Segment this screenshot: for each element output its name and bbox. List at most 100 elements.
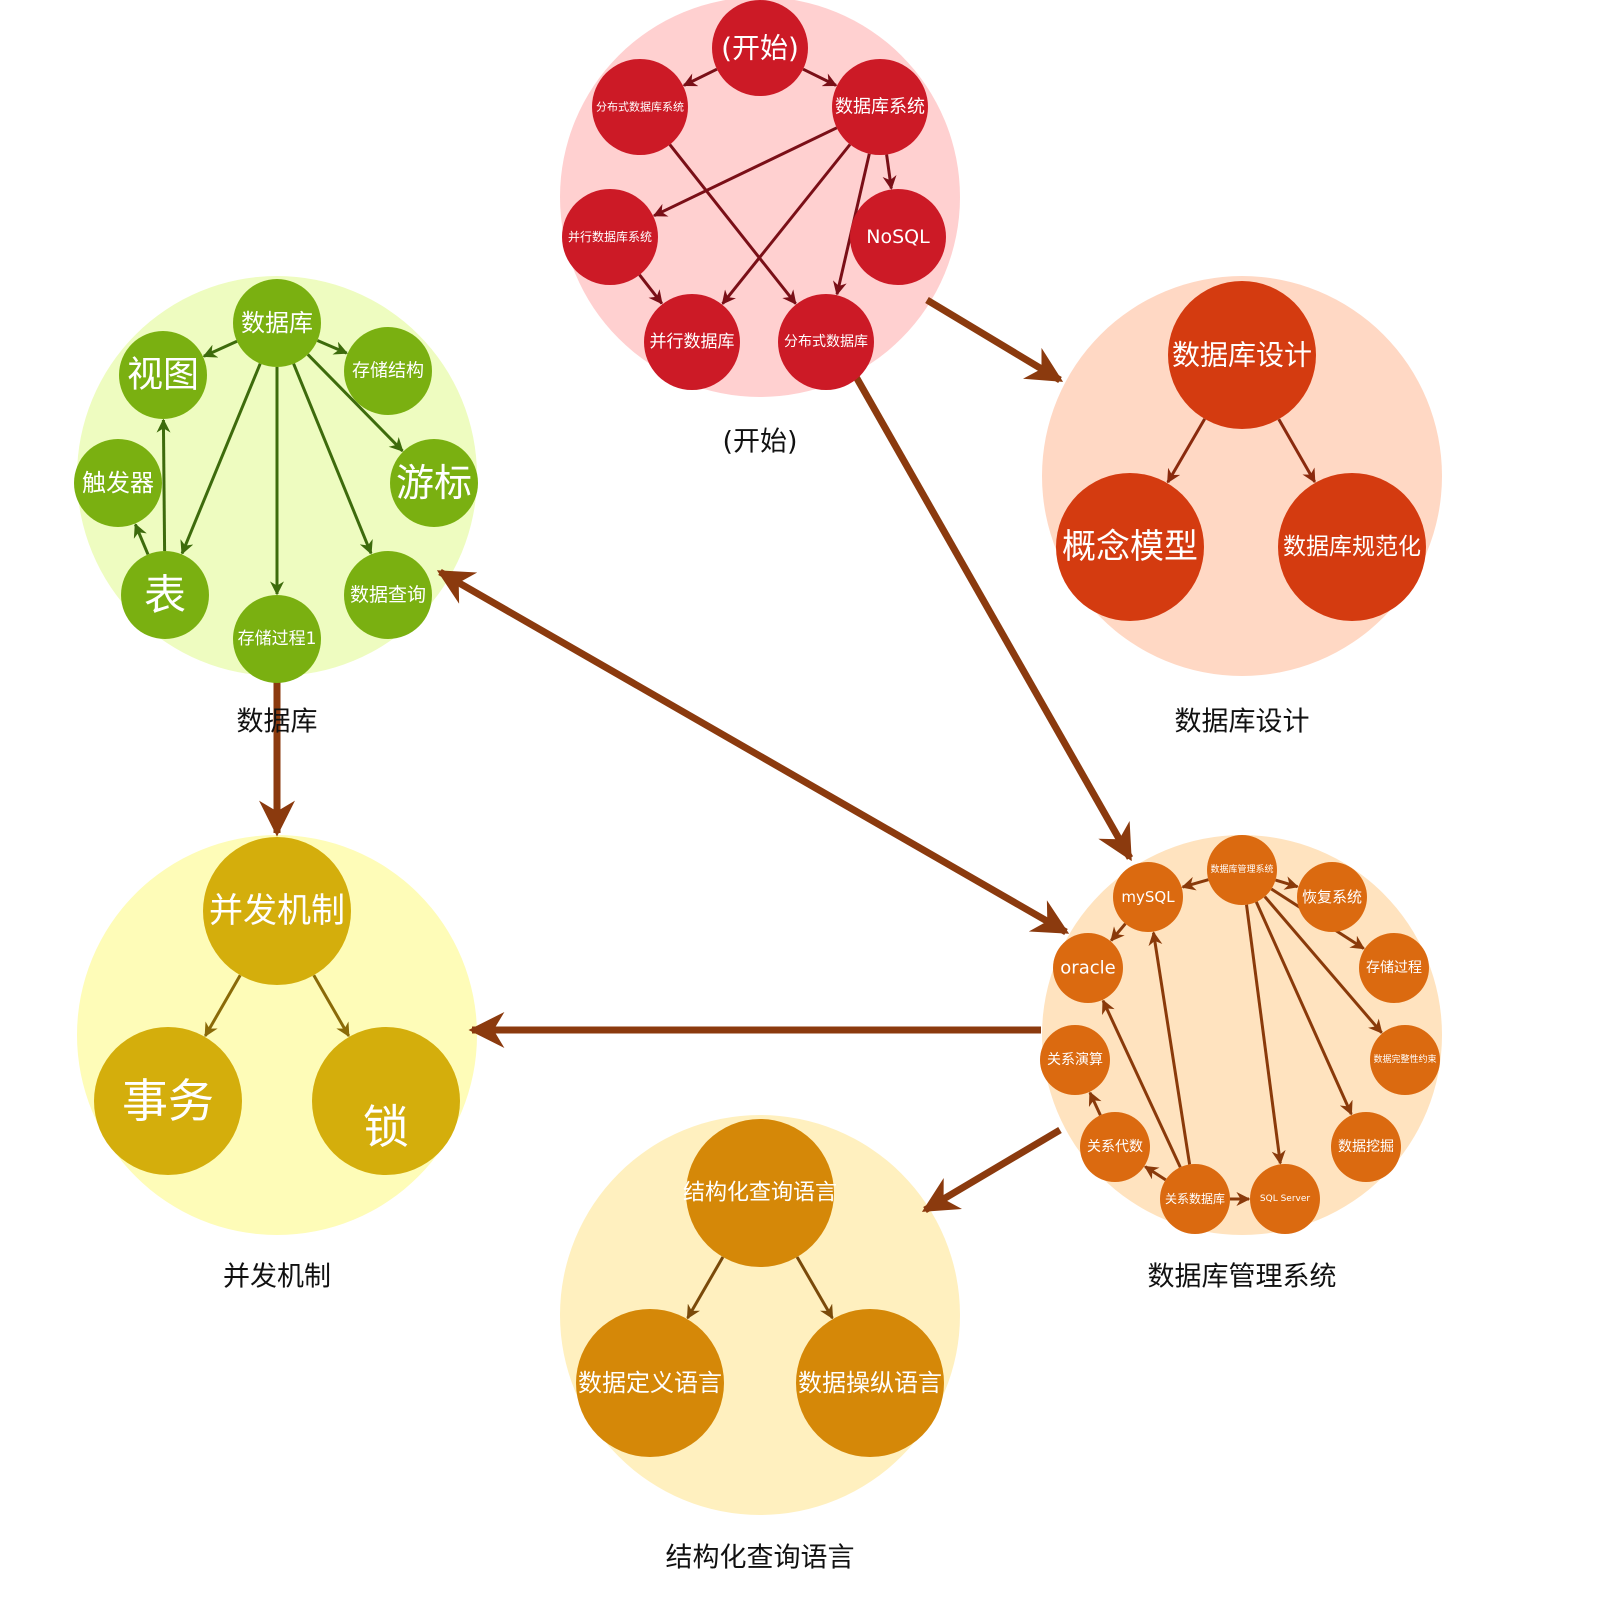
node-start-nosql[interactable]: NoSQL xyxy=(850,189,946,285)
node-db-root-circle xyxy=(233,279,321,367)
node-start-pardbsys[interactable]: 并行数据库系统 xyxy=(562,189,658,285)
node-dbms-mysql-circle xyxy=(1113,862,1183,932)
node-dbms-integrity-label: 数据完整性约束 xyxy=(1373,1053,1436,1065)
node-design-concept[interactable]: 概念模型 xyxy=(1056,473,1204,621)
node-sql-root-circle xyxy=(686,1119,834,1267)
edge-design-root-to-normal xyxy=(1277,418,1317,484)
node-db-trigger[interactable]: 触发器 xyxy=(74,439,162,527)
cluster-db-caption: 数据库 xyxy=(237,707,318,738)
edge-start-dbsys-to-pardb xyxy=(721,143,852,305)
node-sql-root-label: 结构化查询语言 xyxy=(683,1181,837,1206)
link-start-to-design xyxy=(925,297,1064,383)
node-start-pardbsys-circle xyxy=(562,189,658,285)
edge-dbms-reldb-to-oracle xyxy=(1101,999,1182,1168)
node-start-dbsys[interactable]: 数据库系统 xyxy=(832,59,928,155)
node-design-root-label: 数据库设计 xyxy=(1172,339,1312,372)
node-start-distdbsys[interactable]: 分布式数据库系统 xyxy=(592,59,688,155)
cluster-dbms-caption: 数据库管理系统 xyxy=(1148,1262,1337,1293)
node-db-view-label: 视图 xyxy=(127,355,199,396)
node-dbms-root-label: 数据库管理系统 xyxy=(1210,863,1273,875)
node-db-root[interactable]: 数据库 xyxy=(233,279,321,367)
node-db-root-label: 数据库 xyxy=(241,309,313,337)
node-design-concept-label: 概念模型 xyxy=(1062,527,1198,567)
edge-sql-root-to-dml xyxy=(795,1256,834,1320)
node-conc-lock[interactable]: 锁 xyxy=(312,1027,460,1175)
node-dbms-reldb-circle xyxy=(1160,1164,1230,1234)
node-dbms-proc[interactable]: 存储过程 xyxy=(1359,933,1429,1003)
node-dbms-relcalc[interactable]: 关系演算 xyxy=(1040,1025,1110,1095)
node-db-cursor-label: 游标 xyxy=(396,461,472,505)
node-db-table-circle xyxy=(121,551,209,639)
edge-start-pardbsys-to-pardb xyxy=(638,273,663,305)
node-dbms-sqlserver-circle xyxy=(1250,1164,1320,1234)
edge-dbms-root-to-mining xyxy=(1254,901,1353,1116)
node-sql-root[interactable]: 结构化查询语言 xyxy=(683,1119,837,1267)
node-sql-dml-circle xyxy=(796,1309,944,1457)
edge-start-root-to-distdbsys xyxy=(682,67,718,87)
edge-db-root-to-table xyxy=(180,363,262,555)
node-dbms-mysql-label: mySQL xyxy=(1121,888,1175,906)
node-db-table-label: 表 xyxy=(144,571,186,620)
node-db-query-circle xyxy=(344,551,432,639)
node-db-storage[interactable]: 存储结构 xyxy=(344,327,432,415)
node-conc-txn-circle xyxy=(94,1027,242,1175)
edge-db-table-to-view xyxy=(156,418,171,552)
node-db-view[interactable]: 视图 xyxy=(119,331,207,419)
node-start-root[interactable]: (开始) xyxy=(712,0,808,96)
node-start-pardb-circle xyxy=(644,294,740,390)
node-dbms-relcalc-label: 关系演算 xyxy=(1047,1052,1103,1068)
node-dbms-mining[interactable]: 数据挖掘 xyxy=(1331,1112,1401,1182)
node-start-distdb-label: 分布式数据库 xyxy=(784,334,868,350)
node-conc-txn[interactable]: 事务 xyxy=(94,1027,242,1175)
edge-conc-root-to-lock xyxy=(312,974,351,1038)
cluster-design: 数据库设计概念模型数据库规范化数据库设计 xyxy=(1056,281,1426,738)
node-dbms-proc-circle xyxy=(1359,933,1429,1003)
node-db-query-label: 数据查询 xyxy=(350,584,426,606)
node-start-distdb[interactable]: 分布式数据库 xyxy=(778,294,874,390)
node-db-query[interactable]: 数据查询 xyxy=(344,551,432,639)
node-sql-dml[interactable]: 数据操纵语言 xyxy=(796,1309,944,1457)
edge-db-table-to-trigger xyxy=(133,523,150,555)
node-start-pardbsys-label: 并行数据库系统 xyxy=(568,229,652,244)
node-db-trigger-label: 触发器 xyxy=(82,469,154,497)
node-db-storage-circle xyxy=(344,327,432,415)
node-dbms-recovery[interactable]: 恢复系统 xyxy=(1297,862,1367,932)
node-sql-ddl[interactable]: 数据定义语言 xyxy=(576,1309,724,1457)
node-db-trigger-circle xyxy=(74,439,162,527)
node-dbms-mining-label: 数据挖掘 xyxy=(1338,1139,1394,1155)
node-dbms-relcalc-circle xyxy=(1040,1025,1110,1095)
node-dbms-reldb[interactable]: 关系数据库 xyxy=(1160,1164,1230,1234)
node-dbms-sqlserver-label: SQL Server xyxy=(1260,1194,1310,1204)
cluster-design-caption: 数据库设计 xyxy=(1175,707,1310,738)
node-dbms-oracle[interactable]: oracle xyxy=(1053,933,1123,1003)
node-db-cursor[interactable]: 游标 xyxy=(390,439,478,527)
edge-dbms-reldb-to-mysql xyxy=(1148,931,1192,1165)
node-dbms-mysql[interactable]: mySQL xyxy=(1113,862,1183,932)
link-db-dbms-bidirectional xyxy=(436,568,1070,936)
node-dbms-root[interactable]: 数据库管理系统 xyxy=(1207,835,1277,905)
node-dbms-proc-label: 存储过程 xyxy=(1366,960,1422,976)
node-db-table[interactable]: 表 xyxy=(121,551,209,639)
node-design-normal[interactable]: 数据库规范化 xyxy=(1278,473,1426,621)
node-dbms-recovery-label: 恢复系统 xyxy=(1302,888,1362,906)
node-dbms-relalg-label: 关系代数 xyxy=(1087,1139,1143,1155)
node-dbms-relalg[interactable]: 关系代数 xyxy=(1080,1112,1150,1182)
node-conc-root[interactable]: 并发机制 xyxy=(203,837,351,985)
node-start-dbsys-label: 数据库系统 xyxy=(835,97,925,118)
node-dbms-root-circle xyxy=(1207,835,1277,905)
node-dbms-relalg-circle xyxy=(1080,1112,1150,1182)
node-db-proc[interactable]: 存储过程1 xyxy=(233,595,321,683)
node-dbms-sqlserver[interactable]: SQL Server xyxy=(1250,1164,1320,1234)
node-start-distdbsys-circle xyxy=(592,59,688,155)
node-sql-ddl-label: 数据定义语言 xyxy=(578,1369,722,1397)
edge-start-distdbsys-to-distdb xyxy=(668,143,797,305)
node-dbms-reldb-label: 关系数据库 xyxy=(1165,1191,1225,1206)
node-conc-txn-label: 事务 xyxy=(122,1074,214,1128)
node-db-cursor-circle xyxy=(390,439,478,527)
cluster-design-edges xyxy=(1166,418,1317,484)
node-design-root[interactable]: 数据库设计 xyxy=(1168,281,1316,429)
node-start-pardb[interactable]: 并行数据库 xyxy=(644,294,740,390)
node-dbms-integrity[interactable]: 数据完整性约束 xyxy=(1370,1025,1440,1095)
